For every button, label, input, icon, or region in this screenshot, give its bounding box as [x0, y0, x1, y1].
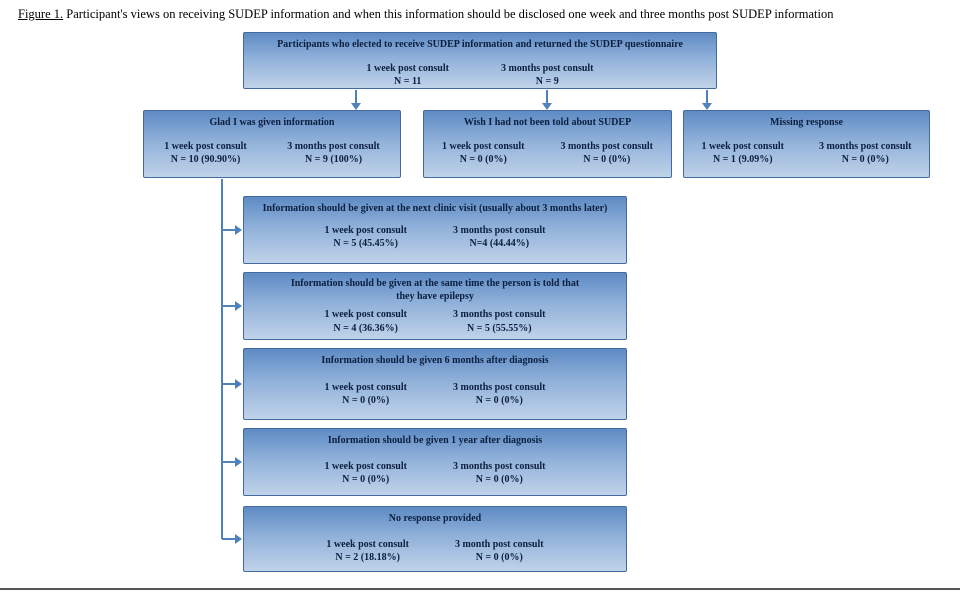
months-column: 3 months post consult N=4 (44.44%): [453, 224, 546, 251]
box-wish-header: Wish I had not been told about SUDEP: [463, 117, 632, 128]
months-value: N = 0 (0%): [475, 474, 523, 485]
months-value: N=4 (44.44%): [469, 238, 530, 249]
week-label: 1 week post consult: [366, 62, 449, 74]
months-value: N = 0 (0%): [583, 154, 631, 165]
branch-arrow-4: [222, 457, 242, 467]
months-label: 3 months post consult: [818, 140, 912, 152]
branch-vertical-line: [221, 179, 223, 539]
branch-arrow-3: [222, 379, 242, 389]
box-wish: Wish I had not been told about SUDEP 1 w…: [423, 110, 672, 178]
week-label: 1 week post consult: [324, 309, 407, 320]
down-arrow-to-wish: [542, 90, 552, 110]
box-6-months-after: Information should be given 6 months aft…: [243, 348, 627, 420]
months-value: N = 0 (0%): [475, 395, 523, 406]
week-label: 1 week post consult: [441, 140, 525, 152]
months-column: 3 months post consult N = 0 (0%): [453, 460, 546, 487]
box-glad-header: Glad I was given information: [209, 117, 335, 128]
week-label: 1 week post consult: [701, 140, 784, 152]
week-label: 1 week post consult: [326, 538, 409, 550]
months-column: 3 months post consult N = 0 (0%): [819, 140, 912, 167]
week-label: 1 week post consult: [324, 381, 407, 393]
box-no-response: No response provided 1 week post consult…: [243, 506, 627, 572]
box-header: Information should be given 1 year after…: [327, 435, 543, 446]
branch-arrow-2: [222, 301, 242, 311]
months-column: 3 months post consult N = 9: [501, 62, 594, 89]
figure-title-text: Participant's views on receiving SUDEP i…: [63, 7, 834, 21]
week-column: 1 week post consult N = 5 (45.45%): [324, 224, 407, 251]
months-label: 3 months post consult: [452, 309, 546, 320]
months-column: 3 months post consult N = 0 (0%): [453, 381, 546, 408]
box-missing: Missing response 1 week post consult N =…: [683, 110, 930, 178]
months-value: N = 0 (0%): [841, 154, 889, 165]
page-bottom-border: [0, 588, 960, 590]
week-value: N = 0 (0%): [459, 154, 507, 165]
months-column: 3 months post consult N = 9 (100%): [287, 140, 380, 167]
week-column: 1 week post consult N = 11: [366, 62, 449, 89]
week-label: 1 week post consult: [324, 460, 407, 472]
months-value: N = 9: [535, 76, 559, 87]
months-label: 3 months post consult: [287, 140, 380, 152]
week-value: N = 11: [394, 76, 422, 87]
months-column: 3 month post consult N = 0 (0%): [455, 538, 544, 565]
week-label: 1 week post consult: [324, 224, 407, 236]
months-value: N = 0 (0%): [475, 552, 523, 563]
week-column: 1 week post consult N = 4 (36.36%): [324, 308, 407, 335]
box-same-time-as-diagnosis: Information should be given at the same …: [243, 272, 627, 340]
week-value: N = 0 (0%): [342, 395, 390, 406]
months-label: 3 month post consult: [454, 538, 544, 550]
week-column: 1 week post consult N = 0 (0%): [324, 381, 407, 408]
box-header: No response provided: [388, 513, 482, 524]
week-value: N = 10 (90.90%): [170, 154, 241, 165]
months-column: 3 months post consult N = 0 (0%): [560, 140, 653, 167]
week-column: 1 week post consult N = 2 (18.18%): [326, 538, 409, 565]
branch-arrow-1: [222, 225, 242, 235]
months-label: 3 months post consult: [560, 140, 653, 152]
box-next-clinic-visit: Information should be given at the next …: [243, 196, 627, 264]
box-participants-header: Participants who elected to receive SUDE…: [277, 39, 683, 50]
branch-arrow-5: [222, 534, 242, 544]
down-arrow-to-glad: [351, 90, 361, 110]
week-value: N = 0 (0%): [342, 474, 390, 485]
week-column: 1 week post consult N = 1 (9.09%): [701, 140, 784, 167]
months-value: N = 9 (100%): [304, 154, 363, 165]
week-column: 1 week post consult N = 10 (90.90%): [164, 140, 247, 167]
box-1-year-after: Information should be given 1 year after…: [243, 428, 627, 496]
months-label: 3 months post consult: [452, 224, 546, 236]
week-value: N = 4 (36.36%): [333, 322, 399, 334]
months-label: 3 months post consult: [452, 381, 546, 393]
box-header: Information should be given 6 months aft…: [321, 355, 549, 366]
week-value: N = 1 (9.09%): [712, 154, 773, 165]
months-label: 3 months post consult: [500, 62, 594, 74]
week-label: 1 week post consult: [164, 140, 247, 152]
months-value: N = 5 (55.55%): [466, 322, 532, 334]
box-glad: Glad I was given information 1 week post…: [143, 110, 401, 178]
week-value: N = 5 (45.45%): [333, 238, 399, 249]
figure-number-label: Figure 1.: [18, 7, 64, 21]
week-value: N = 2 (18.18%): [335, 552, 400, 563]
box-header: Information should be given at the next …: [262, 203, 608, 214]
week-column: 1 week post consult N = 0 (0%): [324, 460, 407, 487]
figure-title: Figure 1. Participant's views on receivi…: [18, 7, 833, 22]
box-participants: Participants who elected to receive SUDE…: [243, 32, 717, 89]
months-column: 3 months post consult N = 5 (55.55%): [453, 308, 546, 335]
down-arrow-to-missing: [702, 90, 712, 110]
months-label: 3 months post consult: [452, 460, 546, 472]
box-header: Information should be given at the same …: [290, 278, 580, 302]
box-missing-header: Missing response: [770, 117, 843, 128]
week-column: 1 week post consult N = 0 (0%): [442, 140, 525, 167]
